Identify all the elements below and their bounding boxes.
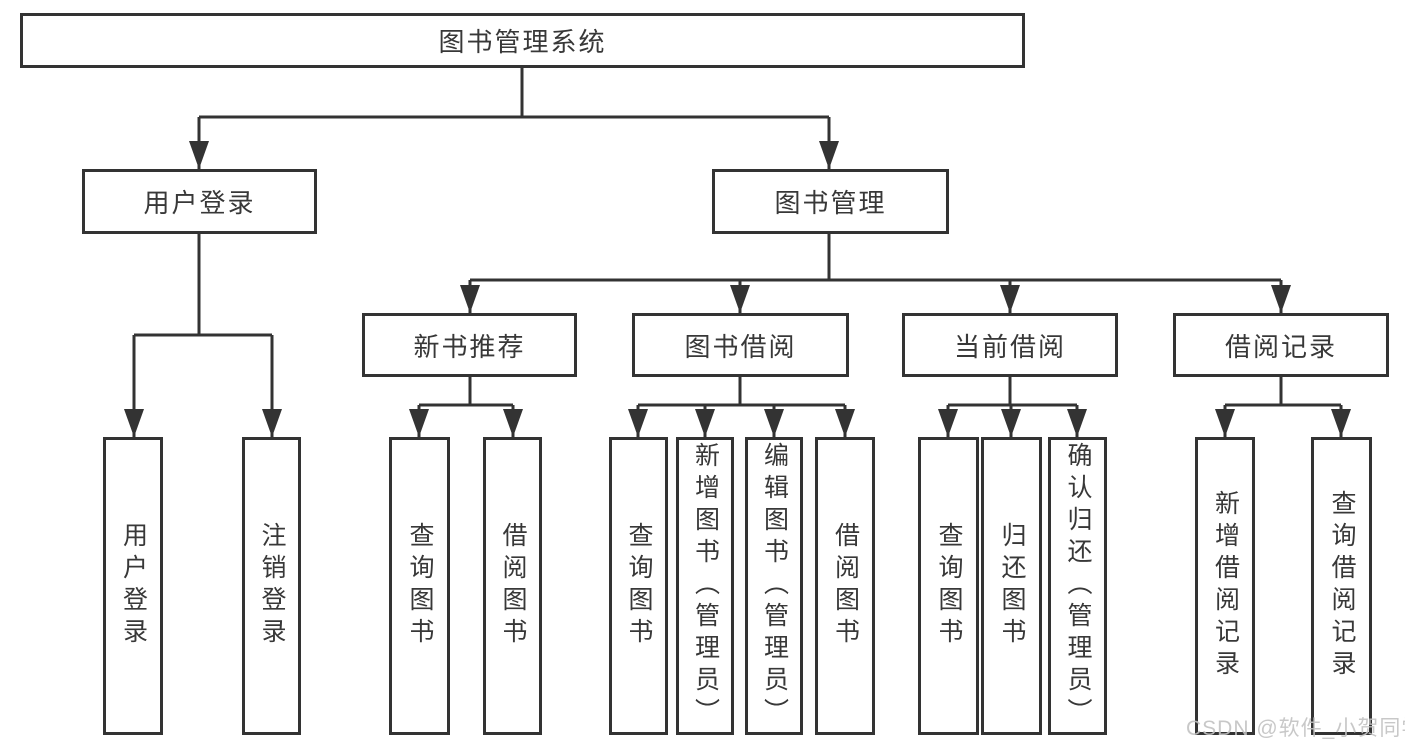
csdn-watermark: CSDN @软件_小贺同学 [1186, 717, 1405, 740]
leaf-user-login: 用户登录 [103, 437, 163, 735]
connector-currentborrow-trunk [948, 377, 1077, 407]
leaf-edit-books-admin: 编辑图书（管理员） [745, 437, 803, 735]
node-user-login: 用户登录 [82, 169, 317, 234]
node-root-library-system: 图书管理系统 [20, 13, 1025, 68]
leaf-query-books-2: 查询图书 [609, 437, 668, 735]
leaf-add-borrow-record: 新增借阅记录 [1195, 437, 1255, 735]
leaf-query-books-1: 查询图书 [389, 437, 450, 735]
leaf-query-books-3: 查询图书 [918, 437, 979, 735]
node-current-borrow: 当前借阅 [902, 313, 1118, 377]
leaf-query-borrow-record: 查询借阅记录 [1311, 437, 1372, 735]
leaf-return-books: 归还图书 [981, 437, 1042, 735]
connector-bookborrow-trunk [638, 377, 845, 407]
connector-newbooks-trunk [419, 377, 513, 407]
leaf-logout-label: 注销登录 [258, 522, 286, 650]
node-book-management: 图书管理 [712, 169, 949, 234]
leaf-confirm-return-admin: 确认归还（管理员） [1048, 437, 1107, 735]
node-new-book-recommend: 新书推荐 [362, 313, 577, 377]
connector-records-trunk [1225, 377, 1341, 407]
leaf-user-login-label: 用户登录 [119, 522, 148, 650]
leaf-logout: 注销登录 [242, 437, 301, 735]
connector-bookmgmt-trunk [470, 234, 1281, 282]
connector-root-trunk [199, 68, 829, 119]
leaf-borrow-books-2: 借阅图书 [815, 437, 875, 735]
leaf-borrow-books-1: 借阅图书 [483, 437, 542, 735]
leaf-add-books-admin: 新增图书（管理员） [676, 437, 734, 735]
node-book-borrow: 图书借阅 [632, 313, 849, 377]
node-borrow-records: 借阅记录 [1173, 313, 1389, 377]
connector-userlogin-trunk [134, 234, 272, 337]
